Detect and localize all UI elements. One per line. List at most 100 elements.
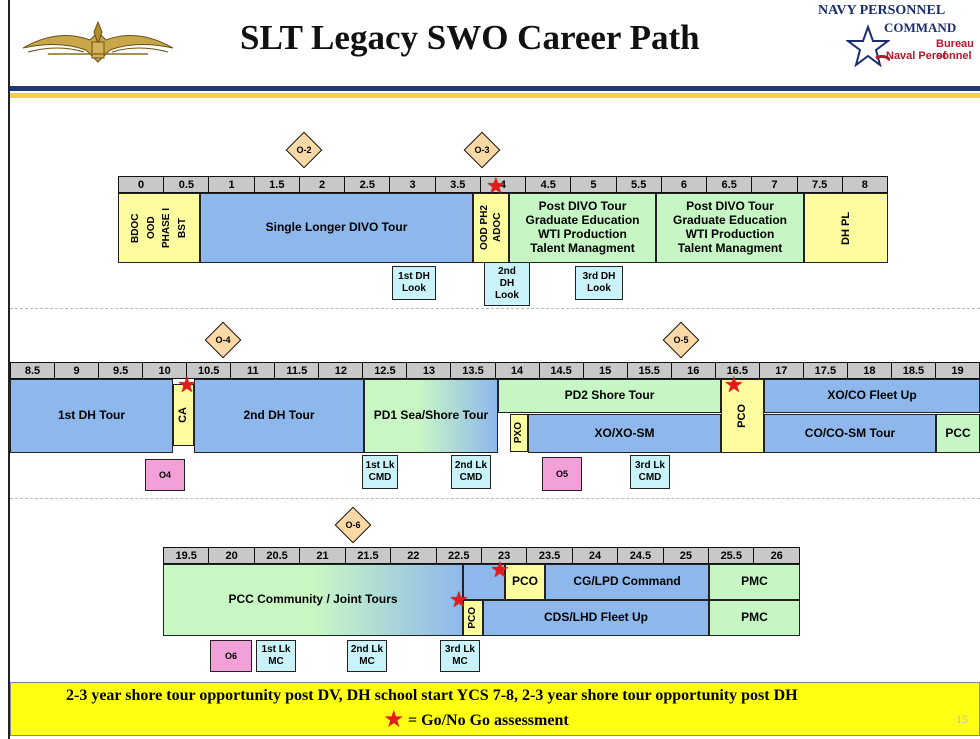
mc-look-3: 3rd Lk MC <box>440 640 480 672</box>
timeline-tick: 9.5 <box>98 362 142 379</box>
pmc-block-1: PMC <box>709 564 800 600</box>
timeline-tick: 2.5 <box>344 176 389 193</box>
pxo-label: PXO <box>513 422 525 443</box>
timeline-tick: 3.5 <box>435 176 480 193</box>
row-divider <box>10 498 980 499</box>
timeline-tick: 19.5 <box>163 547 208 564</box>
timeline-tick: 0 <box>118 176 163 193</box>
cmd-look-1: 1st Lk CMD <box>362 455 398 489</box>
timeline-tick: 13.5 <box>450 362 494 379</box>
dh-tour-1-block: 1st DH Tour <box>10 379 173 453</box>
timeline-tick: 1.5 <box>254 176 299 193</box>
dh-look-1-line1: 1st DH <box>398 271 430 283</box>
timeline-tick: 14.5 <box>539 362 583 379</box>
timeline-tick: 5 <box>570 176 615 193</box>
grade-marker-o5: O5 <box>542 457 582 491</box>
dh-look-2: 2nd DH Look <box>484 262 530 306</box>
pmc-block-2: PMC <box>709 600 800 636</box>
dh-pl-label: DH PL <box>840 212 853 245</box>
cmd-look-2: 2nd Lk CMD <box>451 455 491 489</box>
bdoc-label: BDOC <box>130 208 142 248</box>
timeline-tick: 0.5 <box>163 176 208 193</box>
footer-note: 2-3 year shore tour opportunity post DV,… <box>66 687 798 705</box>
pmc-label-1: PMC <box>741 575 768 589</box>
cg-lpd-command-block: CG/LPD Command <box>545 564 709 600</box>
mc-look-1-line1: 1st Lk <box>262 644 291 656</box>
cmd-look-1-line2: CMD <box>369 472 392 484</box>
mc-look-3-line2: MC <box>452 656 468 668</box>
timeline-tick: 15 <box>583 362 627 379</box>
pcc-label: PCC <box>945 427 970 441</box>
grade-label-o2: O-2 <box>284 145 324 155</box>
cmd-look-2-line1: 2nd Lk <box>455 460 487 472</box>
timeline-tick: 24.5 <box>617 547 662 564</box>
go-no-go-star-icon: ★ <box>449 589 469 611</box>
pcc-joint-tours-label: PCC Community / Joint Tours <box>228 593 397 607</box>
ca-label: CA <box>177 407 190 423</box>
header-rule-gold <box>10 93 980 98</box>
footer-legend: = Go/No Go assessment <box>408 712 569 730</box>
swo-pin-logo <box>18 18 178 68</box>
timeline-tick: 18.5 <box>891 362 935 379</box>
cmd-look-1-line1: 1st Lk <box>366 460 395 472</box>
timeline-tick: 2 <box>299 176 344 193</box>
timeline-tick: 23.5 <box>526 547 571 564</box>
grade-marker-o6-label: O6 <box>225 651 237 661</box>
mc-look-3-line1: 3rd Lk <box>445 644 475 656</box>
dh-look-1: 1st DH Look <box>392 266 436 300</box>
timeline-tick: 8.5 <box>10 362 54 379</box>
grade-label-o4: O-4 <box>203 335 243 345</box>
npc-star-logo <box>846 24 890 68</box>
post-divo-block-1: Post DIVO Tour Graduate Education WTI Pr… <box>509 193 656 263</box>
cmd-look-3: 3rd Lk CMD <box>630 455 670 489</box>
go-no-go-star-icon: ★ <box>486 175 506 197</box>
pco-label-2: PCO <box>512 575 538 589</box>
timeline-row2: 8.599.51010.51111.51212.51313.51414.5151… <box>10 362 980 379</box>
phase1-label: PHASE I <box>161 208 173 248</box>
divo-tour-label: Single Longer DIVO Tour <box>266 221 408 235</box>
dh-look-3-line1: 3rd DH <box>583 271 616 283</box>
grade-marker-o4-label: O4 <box>159 470 171 480</box>
post-divo-2-line2: Graduate Education <box>673 214 787 228</box>
grade-label-o3: O-3 <box>462 145 502 155</box>
dh-look-1-line2: Look <box>402 283 426 295</box>
timeline-tick: 5.5 <box>616 176 661 193</box>
timeline-tick: 22.5 <box>436 547 481 564</box>
timeline-tick: 6.5 <box>706 176 751 193</box>
timeline-tick: 8 <box>842 176 888 193</box>
post-divo-block-2: Post DIVO Tour Graduate Education WTI Pr… <box>656 193 804 263</box>
cmd-look-2-line2: CMD <box>460 472 483 484</box>
timeline-tick: 12 <box>318 362 362 379</box>
timeline-tick: 3 <box>389 176 434 193</box>
timeline-tick: 12.5 <box>362 362 406 379</box>
dh-tour-1-label: 1st DH Tour <box>58 409 125 423</box>
grade-label-o5: O-5 <box>661 335 701 345</box>
post-divo-1-line2: Graduate Education <box>525 214 639 228</box>
co-tour-block: CO/CO-SM Tour <box>764 414 936 453</box>
pd2-tour-label: PD2 Shore Tour <box>565 389 655 403</box>
pmc-label-2: PMC <box>741 611 768 625</box>
timeline-tick: 25.5 <box>708 547 753 564</box>
mc-look-1-line2: MC <box>268 656 284 668</box>
post-divo-1-line3: WTI Production <box>538 228 627 242</box>
timeline-tick: 13 <box>406 362 450 379</box>
xo-tour-block: XO/XO-SM <box>528 414 721 453</box>
xo-co-fleet-up-label: XO/CO Fleet Up <box>827 389 916 403</box>
post-divo-2-line1: Post DIVO Tour <box>686 200 774 214</box>
grade-marker-o4: O4 <box>145 459 185 491</box>
timeline-tick: 20.5 <box>254 547 299 564</box>
bst-label: BST <box>177 208 189 248</box>
timeline-tick: 17 <box>759 362 803 379</box>
logo-text-line2: COMMAND <box>884 20 956 36</box>
dh-look-2-line2: DH <box>500 278 514 290</box>
co-tour-label: CO/CO-SM Tour <box>805 427 895 441</box>
dh-look-2-line1: 2nd <box>498 266 516 278</box>
header-rule-navy <box>10 86 980 91</box>
row-divider <box>10 308 980 309</box>
timeline-tick: 26 <box>753 547 799 564</box>
grade-label-o6: O-6 <box>333 520 373 530</box>
go-no-go-star-icon: ★ <box>724 374 744 396</box>
timeline-tick: 16 <box>671 362 715 379</box>
logo-text-line1: NAVY PERSONNEL <box>818 3 945 19</box>
